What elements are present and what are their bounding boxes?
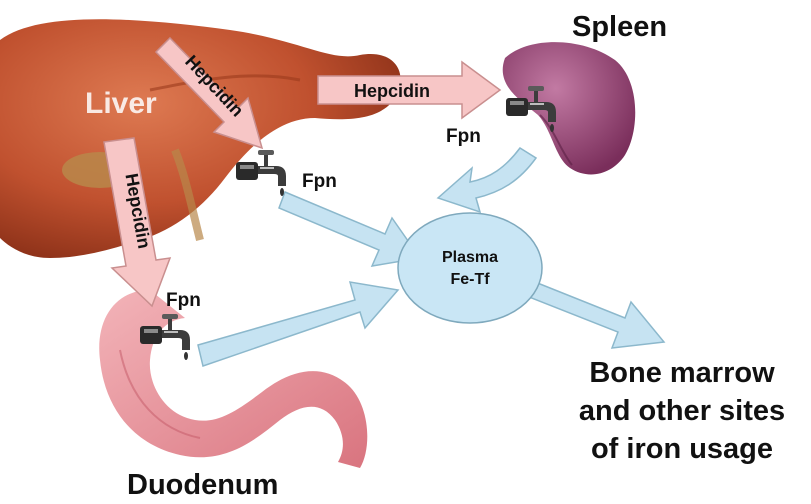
plasma-fe-tf: Plasma Fe-Tf — [398, 213, 542, 323]
spleen-title: Spleen — [572, 11, 667, 43]
iron-arrow-liver-to-plasma — [279, 192, 420, 266]
duodenum-title: Duodenum — [127, 469, 278, 501]
faucet-icon — [236, 150, 286, 196]
fpn-label-liver: Fpn — [302, 171, 337, 192]
destination-line3: of iron usage — [591, 433, 773, 465]
hepcidin-label-spleen: Hepcidin — [354, 81, 430, 101]
fpn-label-spleen: Fpn — [446, 126, 481, 147]
destination-line1: Bone marrow — [589, 357, 775, 389]
fpn-label-duodenum: Fpn — [166, 290, 201, 311]
iron-arrow-plasma-to-bone-marrow — [529, 282, 664, 348]
plasma-label-line2: Fe-Tf — [450, 271, 490, 288]
iron-arrow-duodenum-to-plasma — [198, 282, 398, 366]
destination-line2: and other sites — [579, 395, 785, 427]
plasma-label-line1: Plasma — [442, 249, 498, 266]
iron-arrow-spleen-to-plasma — [438, 148, 536, 212]
liver-label: Liver — [85, 87, 157, 120]
